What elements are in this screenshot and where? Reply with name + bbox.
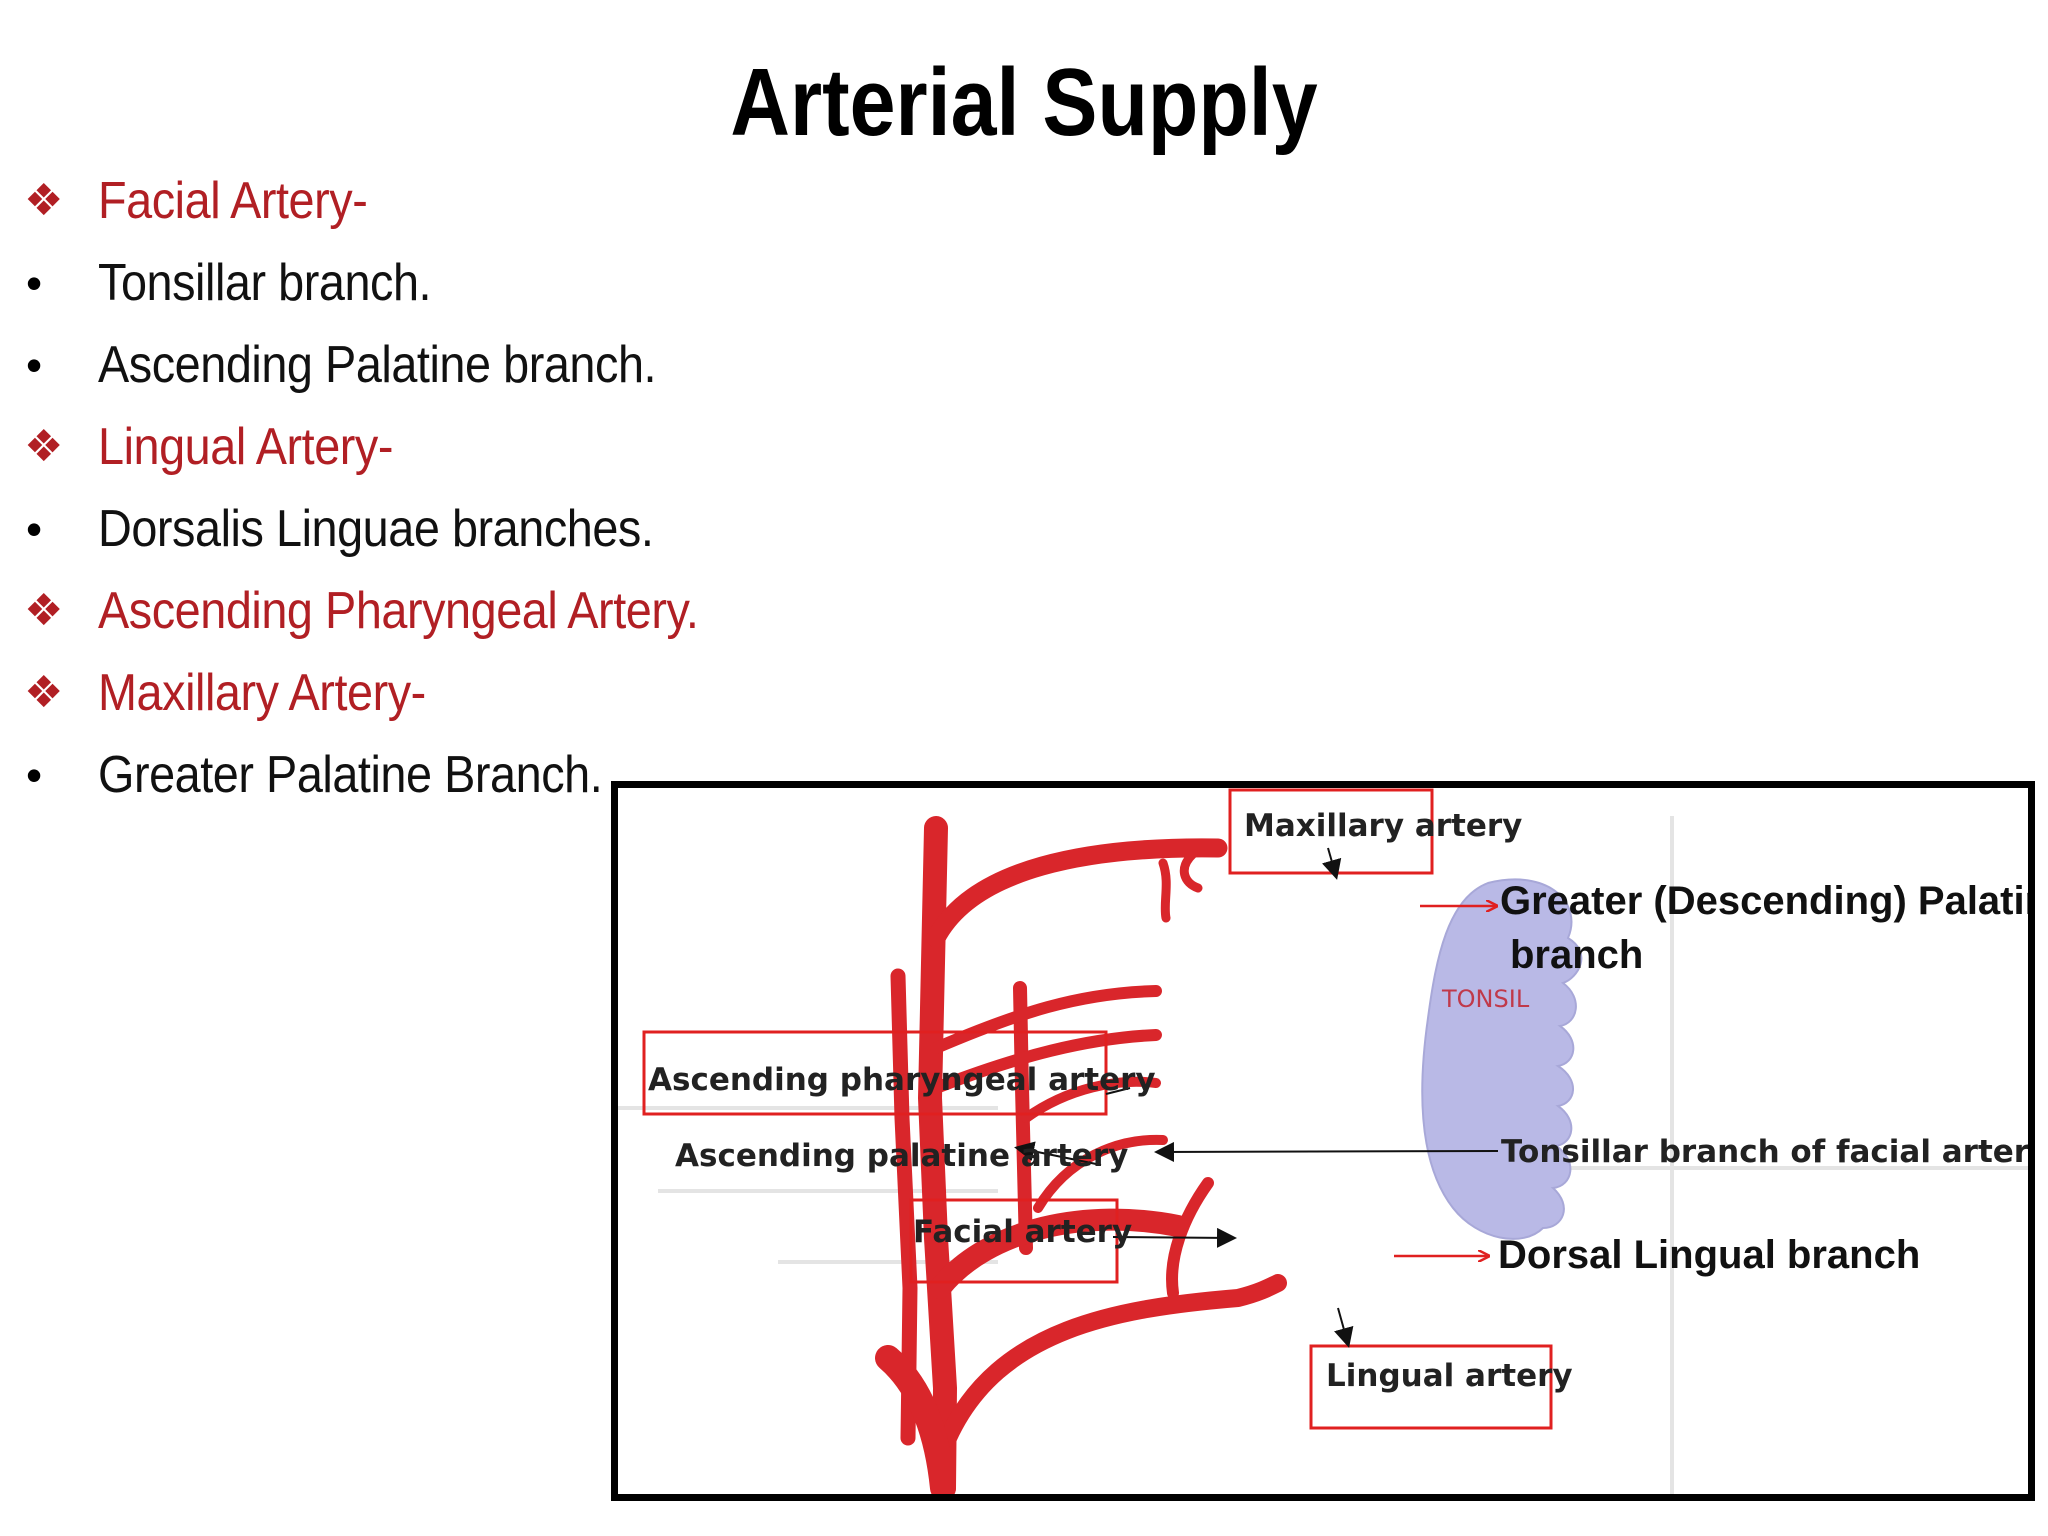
diamond-cluster-icon: ❖ bbox=[24, 668, 64, 717]
arteries bbox=[875, 816, 1287, 1494]
ascending-pharyngeal-artery-label: Ascending pharyngeal artery bbox=[648, 1062, 1156, 1098]
greater-palatine-label-line1: Greater (Descending) Palatine bbox=[1500, 879, 2028, 923]
bullet-text: Lingual Artery- bbox=[98, 418, 394, 476]
page-title: Arterial Supply bbox=[730, 49, 1318, 156]
bullet-text: Ascending Palatine branch. bbox=[98, 336, 657, 394]
facial-label-box bbox=[909, 1198, 1119, 1284]
greater-palatine-label-line2: branch bbox=[1510, 933, 1643, 977]
leader-lines bbox=[1014, 847, 1499, 1348]
bullet-text: Facial Artery- bbox=[98, 172, 368, 230]
diamond-cluster-icon: ❖ bbox=[24, 176, 64, 225]
dorsal-lingual-branch-label: Dorsal Lingual branch bbox=[1498, 1233, 1920, 1277]
bullet-text: Tonsillar branch. bbox=[98, 254, 432, 312]
lingual-artery-label: Lingual artery bbox=[1326, 1358, 1573, 1394]
ascending-pharyngeal-label-box bbox=[642, 1030, 1108, 1116]
tonsillar-branch-label: Tonsillar branch of facial artery bbox=[1501, 1134, 2028, 1170]
facial-artery-label: Facial artery bbox=[913, 1214, 1132, 1250]
tonsil-shape: TONSIL bbox=[1421, 878, 1583, 1240]
artery-diagram-svg: TONSIL bbox=[618, 788, 2028, 1494]
bullet-list: ❖ Facial Artery- • Tonsillar branch. • A… bbox=[0, 0, 900, 820]
artery-diagram: TONSIL bbox=[611, 781, 2035, 1501]
maxillary-artery-label: Maxillary artery bbox=[1244, 808, 1522, 844]
bullet-text: Ascending Pharyngeal Artery. bbox=[98, 582, 699, 640]
ascending-palatine-artery-label: Ascending palatine artery bbox=[675, 1138, 1128, 1174]
diagram-labels: Maxillary artery Greater (Descending) Pa… bbox=[648, 808, 2028, 1394]
bullet-dot-icon: • bbox=[26, 749, 43, 801]
diamond-cluster-icon: ❖ bbox=[24, 422, 64, 471]
diamond-cluster-icon: ❖ bbox=[24, 586, 64, 635]
bullet-text: Dorsalis Linguae branches. bbox=[98, 500, 654, 558]
bullet-dot-icon: • bbox=[26, 503, 43, 555]
lingual-label-box bbox=[1309, 1344, 1553, 1430]
tonsil-label: TONSIL bbox=[1441, 985, 1530, 1013]
bullet-dot-icon: • bbox=[26, 257, 43, 309]
bullet-text: Maxillary Artery- bbox=[98, 664, 426, 722]
bullet-dot-icon: • bbox=[26, 339, 43, 391]
bullet-text: Greater Palatine Branch. bbox=[98, 746, 603, 804]
